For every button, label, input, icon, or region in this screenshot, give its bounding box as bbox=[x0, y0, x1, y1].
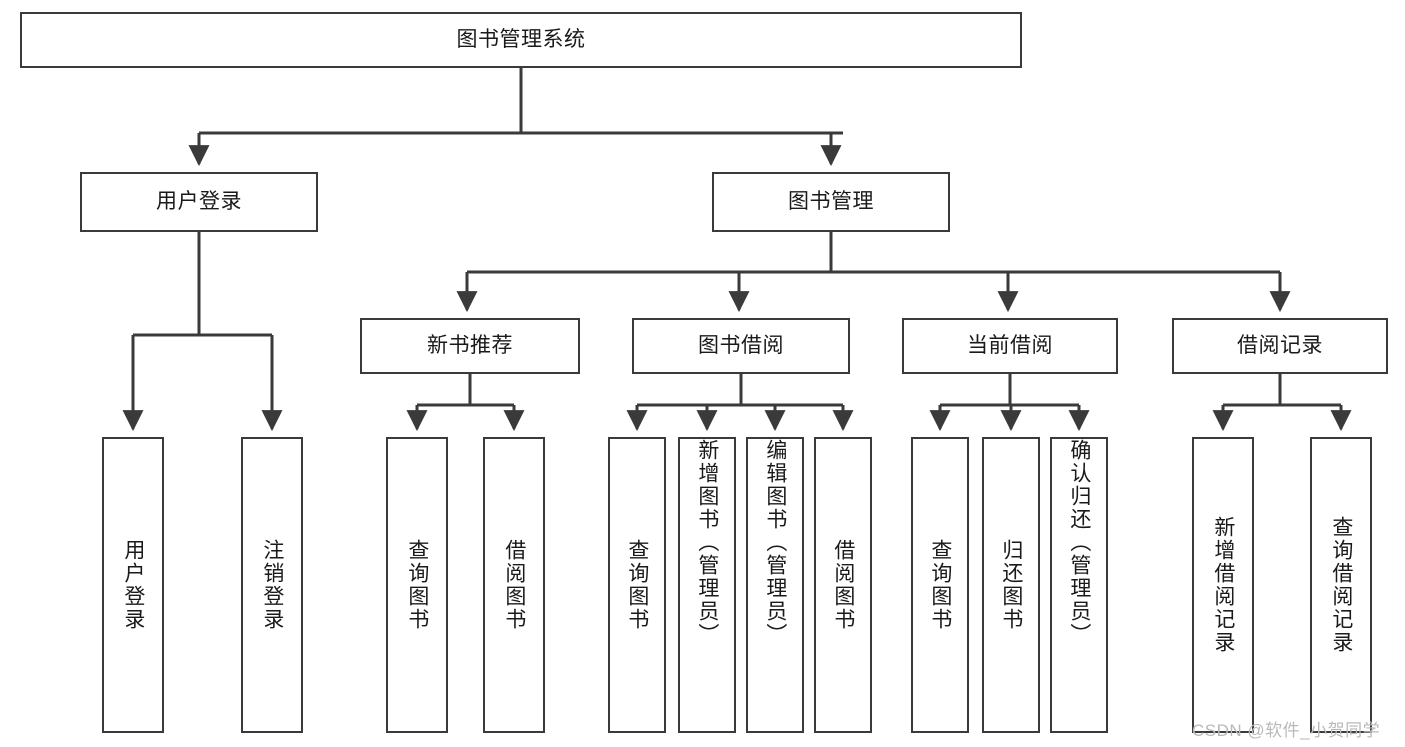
node-leaf-query-book-3[interactable]: 查询图书 bbox=[911, 437, 969, 733]
node-current-borrow-label: 当前借阅 bbox=[967, 333, 1053, 357]
node-leaf-query-book-2[interactable]: 查询图书 bbox=[608, 437, 666, 733]
node-leaf-query-book-1-label: 查询图书 bbox=[405, 539, 429, 631]
node-book-manage[interactable]: 图书管理 bbox=[712, 172, 950, 232]
node-leaf-confirm-return-admin[interactable]: 确认归还（管理员） bbox=[1050, 437, 1108, 733]
node-leaf-logout-label: 注销登录 bbox=[260, 539, 284, 631]
node-borrow-record-label: 借阅记录 bbox=[1237, 333, 1323, 357]
node-leaf-add-book-admin-label: 新增图书（管理员） bbox=[695, 439, 719, 646]
node-user-login-label: 用户登录 bbox=[156, 189, 242, 213]
node-leaf-edit-book-admin-label: 编辑图书（管理员） bbox=[763, 439, 787, 646]
node-leaf-query-book-2-label: 查询图书 bbox=[625, 539, 649, 631]
node-leaf-add-book-admin[interactable]: 新增图书（管理员） bbox=[678, 437, 736, 733]
node-leaf-query-borrow-record-label: 查询借阅记录 bbox=[1329, 516, 1353, 654]
node-book-borrow[interactable]: 图书借阅 bbox=[632, 318, 850, 374]
node-leaf-return-book-label: 归还图书 bbox=[999, 539, 1023, 631]
node-root-label: 图书管理系统 bbox=[456, 27, 586, 51]
node-leaf-borrow-book-1-label: 借阅图书 bbox=[502, 539, 526, 631]
node-book-borrow-label: 图书借阅 bbox=[698, 333, 784, 357]
csdn-watermark: CSDN @软件_小贺同学 bbox=[1192, 721, 1381, 740]
node-current-borrow[interactable]: 当前借阅 bbox=[902, 318, 1118, 374]
node-leaf-borrow-book-2[interactable]: 借阅图书 bbox=[814, 437, 872, 733]
node-leaf-add-borrow-record[interactable]: 新增借阅记录 bbox=[1192, 437, 1254, 733]
node-leaf-query-book-3-label: 查询图书 bbox=[928, 539, 952, 631]
node-book-manage-label: 图书管理 bbox=[788, 189, 874, 213]
node-root[interactable]: 图书管理系统 bbox=[20, 12, 1022, 68]
node-user-login[interactable]: 用户登录 bbox=[80, 172, 318, 232]
node-leaf-add-borrow-record-label: 新增借阅记录 bbox=[1211, 516, 1235, 654]
node-new-book-recommend[interactable]: 新书推荐 bbox=[360, 318, 580, 374]
node-leaf-user-login[interactable]: 用户登录 bbox=[102, 437, 164, 733]
node-leaf-return-book[interactable]: 归还图书 bbox=[982, 437, 1040, 733]
node-leaf-borrow-book-2-label: 借阅图书 bbox=[831, 539, 855, 631]
node-leaf-confirm-return-admin-label: 确认归还（管理员） bbox=[1067, 439, 1091, 646]
node-leaf-borrow-book-1[interactable]: 借阅图书 bbox=[483, 437, 545, 733]
node-borrow-record[interactable]: 借阅记录 bbox=[1172, 318, 1388, 374]
node-new-book-recommend-label: 新书推荐 bbox=[427, 333, 513, 357]
node-leaf-query-book-1[interactable]: 查询图书 bbox=[386, 437, 448, 733]
node-leaf-edit-book-admin[interactable]: 编辑图书（管理员） bbox=[746, 437, 804, 733]
node-leaf-user-login-label: 用户登录 bbox=[121, 539, 145, 631]
node-leaf-query-borrow-record[interactable]: 查询借阅记录 bbox=[1310, 437, 1372, 733]
node-leaf-logout[interactable]: 注销登录 bbox=[241, 437, 303, 733]
